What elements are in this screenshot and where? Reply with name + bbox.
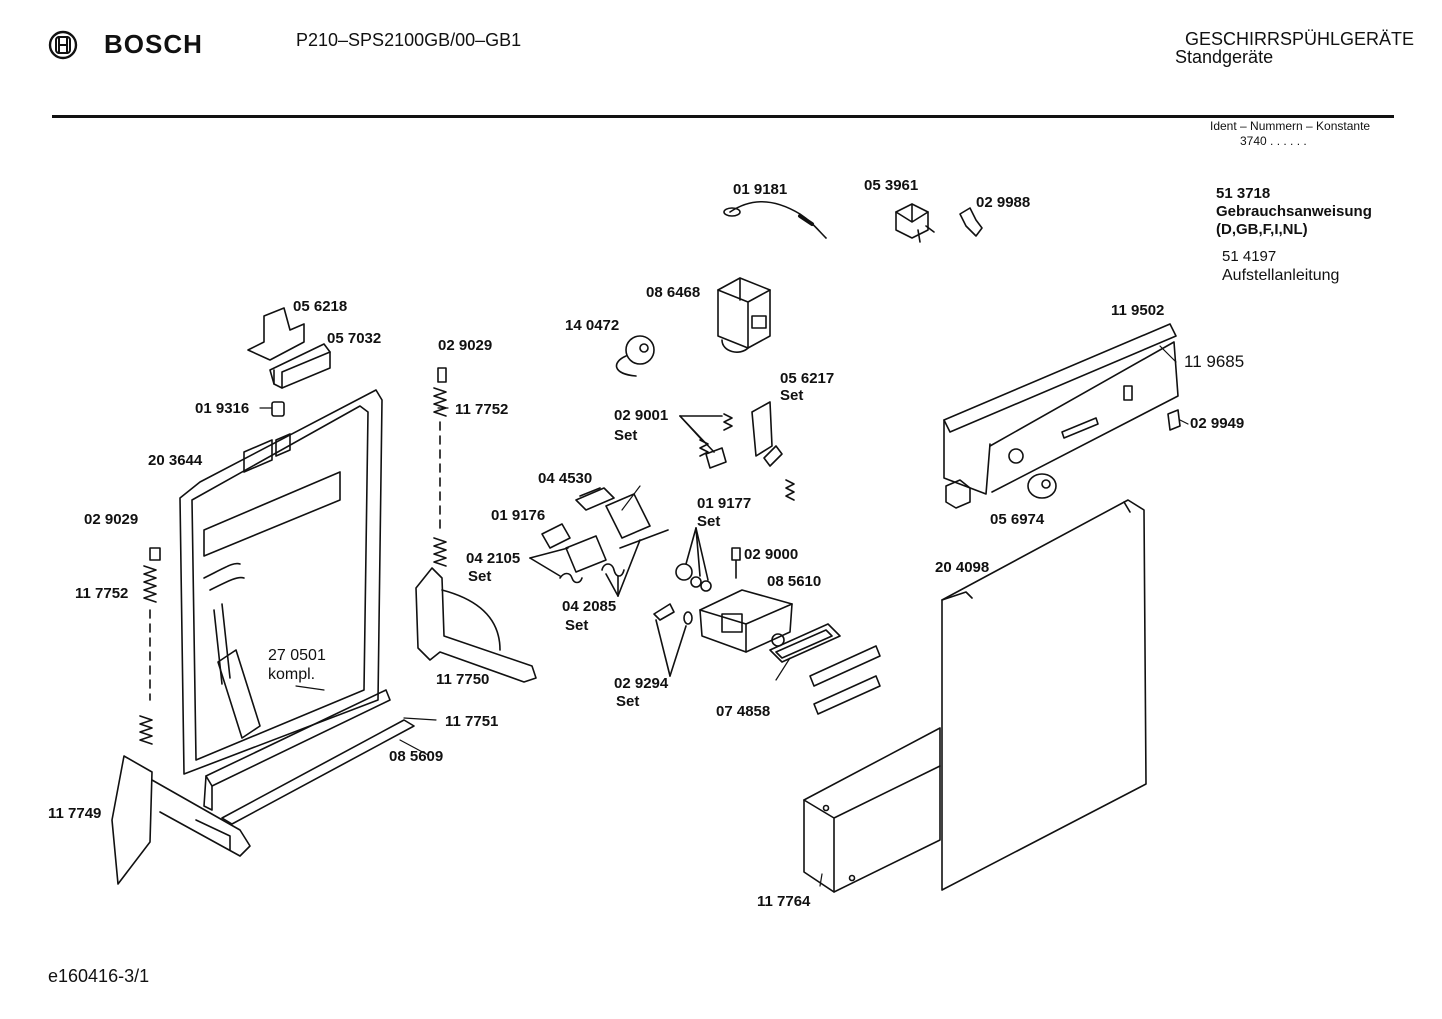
part-label: 02 9294 — [614, 675, 669, 692]
bosch-logo-icon — [48, 30, 78, 60]
part-note: Set — [614, 427, 638, 444]
category-title: GESCHIRRSPÜHLGERÄTE — [1184, 29, 1414, 49]
part-label: 02 9988 — [976, 194, 1031, 211]
small-spring-set-part-drawing — [680, 414, 732, 468]
part-label: 04 2085 — [562, 598, 617, 615]
document-reference: e160416-3/1 — [48, 966, 150, 986]
part-label: 02 9029 — [84, 511, 139, 528]
part-label: 05 3961 — [864, 177, 919, 194]
control-panel-part-drawing — [944, 324, 1178, 508]
inner-door-part-drawing — [180, 390, 382, 774]
part-note: Set — [565, 617, 589, 634]
brand-name: BOSCH — [104, 29, 203, 59]
clip-part-drawing — [960, 208, 982, 236]
right-spring-part-drawing — [434, 368, 446, 566]
outer-door-part-drawing — [942, 500, 1146, 890]
switch-part-drawing — [272, 402, 284, 416]
bottom-rail-part-drawing — [204, 690, 390, 810]
part-label: 08 5609 — [389, 748, 444, 765]
ident-value: 3740 . . . . . . — [1240, 134, 1307, 148]
part-label: 20 4098 — [935, 559, 990, 576]
part-note: Set — [697, 513, 721, 530]
gasket-part-drawing — [770, 624, 880, 714]
part-label: 11 7750 — [436, 671, 490, 688]
part-label: 01 9176 — [491, 507, 546, 524]
hinge-part-drawing — [112, 756, 250, 884]
spring-parts-drawing — [530, 540, 640, 596]
part-label: 20 3644 — [148, 452, 203, 469]
part-label: 04 2105 — [466, 550, 521, 567]
header-rule — [52, 115, 1394, 118]
part-label: 11 9685 — [1184, 352, 1245, 371]
part-label: 08 5610 — [767, 573, 822, 590]
bracket-part-drawing — [896, 204, 934, 242]
part-label: 05 6218 — [293, 298, 348, 315]
part-note: kompl. — [268, 666, 316, 683]
category-subtitle: Standgeräte — [1175, 47, 1274, 67]
part-label: 02 9029 — [438, 337, 493, 354]
part-label: 11 9502 — [1111, 302, 1165, 319]
part-label: 08 6468 — [646, 284, 701, 301]
part-label: 07 4858 — [716, 703, 771, 720]
part-label: 05 6974 — [990, 511, 1045, 528]
panel-clip-part-drawing — [1168, 410, 1180, 430]
manual-title: Gebrauchsanweisung — [1216, 203, 1372, 220]
part-label: 11 7752 — [75, 585, 129, 602]
dispenser-part-drawing — [700, 590, 792, 652]
timer-part-drawing — [718, 278, 770, 352]
part-label: 05 6217 — [780, 370, 835, 387]
part-label: 02 9949 — [1190, 415, 1245, 432]
door-lock-part-drawing — [248, 308, 330, 388]
part-label: 27 0501 — [268, 647, 326, 664]
part-label: 05 7032 — [327, 330, 382, 347]
part-label: 11 7752 — [455, 401, 509, 418]
part-label: 01 9177 — [697, 495, 752, 512]
bottom-strip-part-drawing — [222, 720, 414, 824]
model-number: P210–SPS2100GB/00–GB1 — [296, 30, 522, 50]
panel-knob-part-drawing — [1028, 474, 1056, 498]
part-label: 11 7751 — [445, 713, 499, 730]
manual-number: 51 3718 — [1216, 185, 1271, 202]
hinge-bracket-part-drawing — [416, 568, 536, 682]
leader-lines — [260, 346, 1188, 886]
manual-languages: (D,GB,F,I,NL) — [1216, 221, 1308, 238]
toe-kick-part-drawing — [804, 728, 940, 892]
part-label: 11 7764 — [757, 893, 811, 910]
ident-label: Ident – Nummern – Konstante — [1210, 119, 1371, 133]
part-label: 14 0472 — [565, 317, 620, 334]
lever-set-part-drawing — [654, 604, 692, 676]
spring-set-part-drawing — [752, 402, 794, 500]
part-label: 02 9001 — [614, 407, 669, 424]
part-label: 01 9316 — [195, 400, 250, 417]
part-label: 11 7749 — [48, 805, 102, 822]
part-note: Set — [616, 693, 640, 710]
part-label: 02 9000 — [744, 546, 799, 563]
install-guide-title: Aufstellanleitung — [1222, 267, 1340, 284]
valve-parts-drawing — [676, 528, 740, 591]
part-note: Set — [780, 387, 804, 404]
left-spring-part-drawing — [140, 548, 160, 744]
part-label: 01 9181 — [733, 181, 788, 198]
install-guide-number: 51 4197 — [1222, 248, 1277, 265]
part-label: 04 4530 — [538, 470, 593, 487]
wiring-harness-part-drawing — [218, 650, 260, 738]
seal-set-part-drawing — [542, 488, 668, 572]
knob-part-drawing — [617, 336, 654, 376]
cable-part-drawing — [724, 202, 826, 238]
part-note: Set — [468, 568, 492, 585]
